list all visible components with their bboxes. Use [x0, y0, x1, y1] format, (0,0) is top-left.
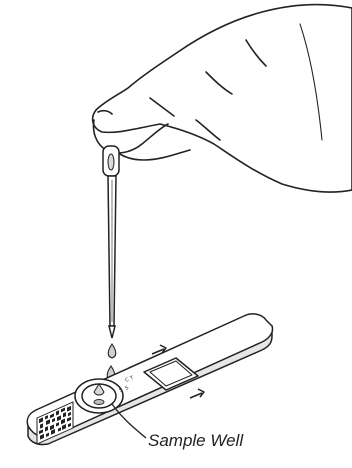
sample-well-label: Sample Well: [148, 431, 244, 450]
dropper-icon: [103, 146, 119, 338]
falling-drop-icon: [108, 344, 116, 358]
gloved-hand-icon: [93, 5, 352, 192]
